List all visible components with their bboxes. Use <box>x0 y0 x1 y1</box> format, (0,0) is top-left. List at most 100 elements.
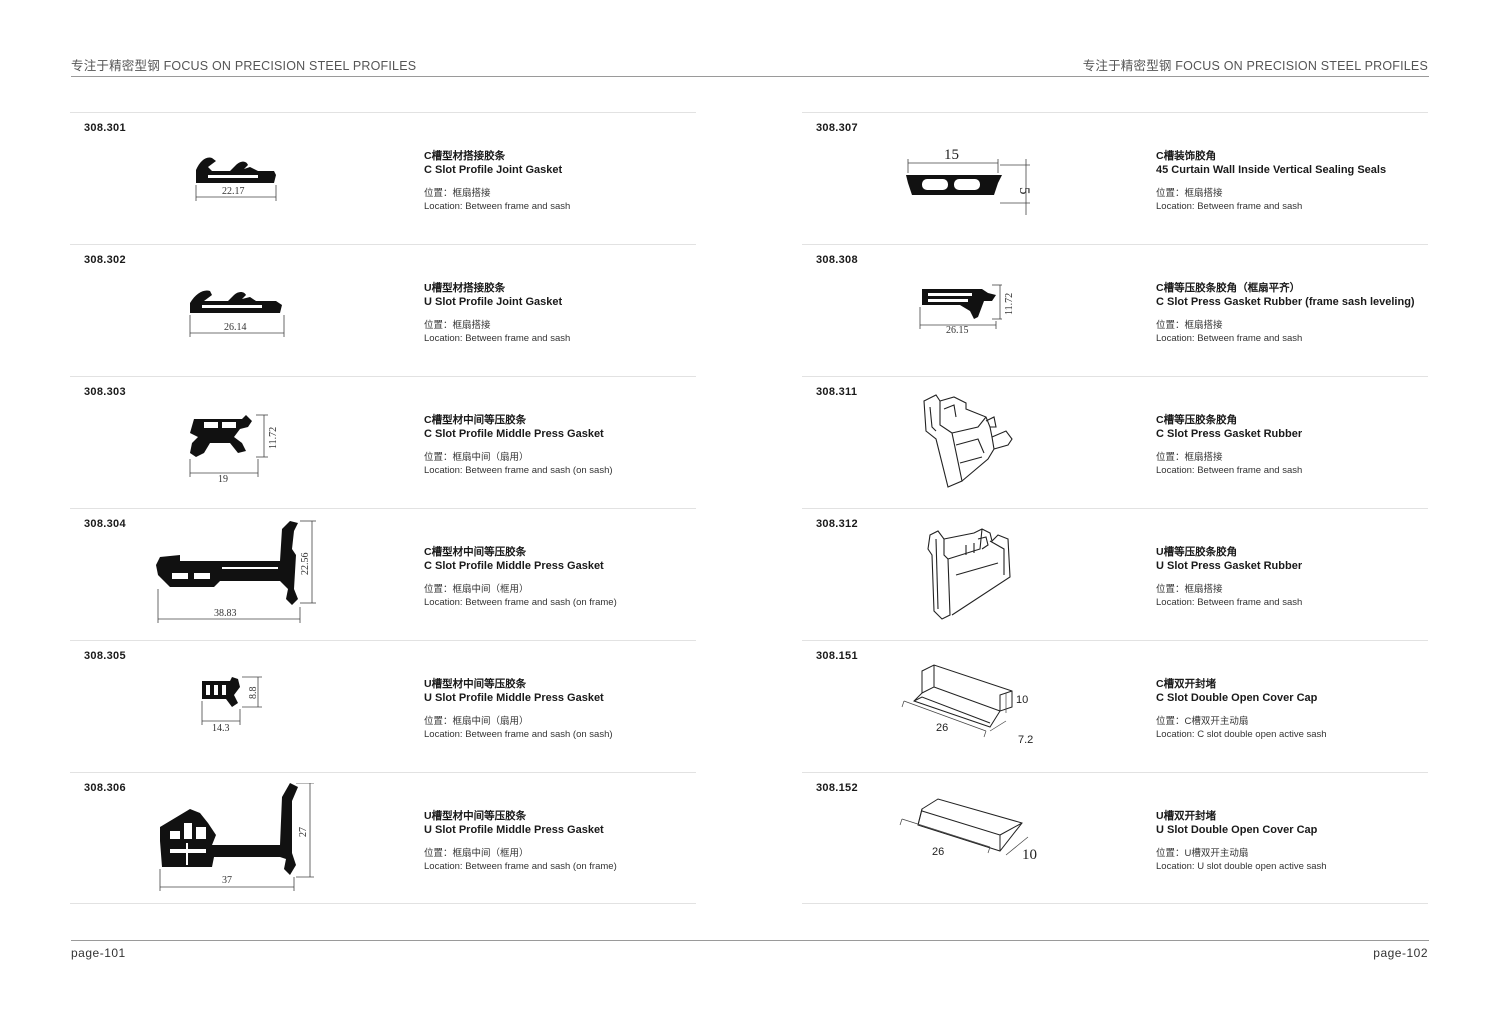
profile-drawing: 19 11.72 <box>150 387 410 503</box>
item-location-zh: 位置：框扇中间（扇用） <box>424 452 529 463</box>
gasket-profile-figure: 38.83 22.56 <box>156 520 316 623</box>
item-location-zh: 位置：C槽双开主动扇 <box>1156 716 1249 727</box>
item-code: 308.312 <box>816 518 858 530</box>
item-name-en: U Slot Profile Middle Press Gasket <box>424 692 604 704</box>
dim-height: 8.8 <box>248 687 259 700</box>
item-text: U槽等压胶条胶角 U Slot Press Gasket Rubber 位置：框… <box>1156 545 1436 609</box>
item-name-en: 45 Curtain Wall Inside Vertical Sealing … <box>1156 164 1387 176</box>
item-location-zh: 位置：框扇搭接 <box>424 188 491 199</box>
dim-width: 19 <box>218 474 228 485</box>
catalog-item: 308.307 15 5 C槽装饰胶角 45 Curtain Wall Insi… <box>802 112 1428 244</box>
corner-piece-isometric-figure <box>927 528 1011 620</box>
item-name-zh: C槽双开封堵 <box>1156 678 1217 690</box>
item-name-en: C Slot Press Gasket Rubber (frame sash l… <box>1156 296 1415 308</box>
item-location-en: Location: Between frame and sash (on sas… <box>424 729 613 740</box>
profile-drawing: 26.14 <box>150 255 410 371</box>
item-name-en: U Slot Press Gasket Rubber <box>1156 560 1303 572</box>
gasket-profile-figure: 22.17 <box>195 157 277 201</box>
item-location-zh: 位置：框扇中间（框用） <box>424 584 529 595</box>
catalog-item: 308.152 26 10 U槽双开封堵 <box>802 772 1428 904</box>
dim-width: 38.83 <box>214 608 237 619</box>
item-location-en: Location: Between frame and sash (on fra… <box>424 597 617 608</box>
item-location-zh: 位置：框扇中间（扇用） <box>424 716 529 727</box>
dim-width: 22.17 <box>222 186 245 197</box>
item-name-zh: U槽型材搭接胶条 <box>424 282 506 294</box>
dim-height: 5 <box>1016 187 1032 195</box>
item-location-zh: 位置：U槽双开主动扇 <box>1156 848 1249 859</box>
item-text: C槽型材中间等压胶条 C Slot Profile Middle Press G… <box>424 413 704 477</box>
item-location-en: Location: Between frame and sash <box>1156 201 1303 212</box>
item-location-zh: 位置：框扇中间（框用） <box>424 848 529 859</box>
item-location-zh: 位置：框扇搭接 <box>424 320 491 331</box>
item-location-en: Location: Between frame and sash (on sas… <box>424 465 613 476</box>
profile-drawing: 26.15 11.72 <box>882 255 1142 371</box>
item-name-zh: U槽型材中间等压胶条 <box>424 810 527 822</box>
item-code: 308.306 <box>84 782 126 794</box>
item-name-zh: U槽等压胶条胶角 <box>1156 546 1238 558</box>
item-text: C槽装饰胶角 45 Curtain Wall Inside Vertical S… <box>1156 149 1436 213</box>
item-text: C槽型材中间等压胶条 C Slot Profile Middle Press G… <box>424 545 704 609</box>
item-location-en: Location: C slot double open active sash <box>1156 729 1327 740</box>
item-location-en: Location: Between frame and sash <box>424 201 571 212</box>
item-name-en: C Slot Profile Middle Press Gasket <box>424 560 604 572</box>
item-name-en: C Slot Press Gasket Rubber <box>1156 428 1303 440</box>
product-drawing: 26 7.2 10 <box>882 651 1142 767</box>
dim-height: 11.72 <box>1004 293 1015 315</box>
gasket-profile-figure: 26.14 <box>189 290 285 337</box>
dim-height: 22.56 <box>300 553 311 576</box>
item-text: C槽等压胶条胶角 C Slot Press Gasket Rubber 位置：框… <box>1156 413 1436 477</box>
gasket-profile-figure: 26.15 11.72 <box>919 284 1015 336</box>
item-name-zh: C槽型材搭接胶条 <box>424 150 506 162</box>
gasket-profile-figure: 14.3 8.8 <box>201 676 262 734</box>
dim-height: 11.72 <box>268 427 279 449</box>
item-code: 308.305 <box>84 650 126 662</box>
product-drawing <box>882 519 1142 635</box>
item-text: U槽型材中间等压胶条 U Slot Profile Middle Press G… <box>424 677 704 741</box>
catalog-item: 308.303 19 11.72 C槽型材中间等压胶条 C Slot Profi… <box>70 376 696 508</box>
item-location-en: Location: Between frame and sash <box>424 333 571 344</box>
item-text: C槽等压胶条胶角（框扇平齐） C Slot Press Gasket Rubbe… <box>1156 281 1436 345</box>
catalog-item: 308.308 26.15 11.72 C槽等压胶条胶角（框扇平齐） C Slo… <box>802 244 1428 376</box>
dim-width: 10 <box>1022 847 1037 863</box>
item-location-en: Location: Between frame and sash <box>1156 465 1303 476</box>
catalog-item: 308.306 37 27 U槽型材中间等压胶条 U Slot Pro <box>70 772 696 904</box>
cover-cap-isometric-figure: 26 7.2 10 <box>901 664 1033 746</box>
item-location-en: Location: Between frame and sash (on fra… <box>424 861 617 872</box>
item-code: 308.151 <box>816 650 858 662</box>
item-name-en: C Slot Profile Middle Press Gasket <box>424 428 604 440</box>
dim-width: 26.14 <box>224 322 247 333</box>
item-text: U槽双开封堵 U Slot Double Open Cover Cap 位置：U… <box>1156 809 1436 873</box>
gasket-profile-figure: 37 27 <box>159 783 314 891</box>
catalog-item: 308.302 26.14 U槽型材搭接胶条 U Slot Profile Jo… <box>70 244 696 376</box>
item-location-zh: 位置：框扇搭接 <box>1156 452 1223 463</box>
page-number-left: page-101 <box>71 946 126 960</box>
profile-drawing: 37 27 <box>150 783 410 899</box>
corner-piece-isometric-figure <box>923 394 1013 488</box>
dim-length: 26 <box>932 846 944 858</box>
catalog-item: 308.304 38.83 22.56 C槽型材中间等压胶条 C Slot Pr… <box>70 508 696 640</box>
footer-divider <box>71 940 1429 941</box>
catalog-item: 308.311 C槽等压胶条胶角 C Slot Press Gasket Rub… <box>802 376 1428 508</box>
catalog-item: 308.301 22.17 C槽型材搭接胶条 C Slot Profile Jo… <box>70 112 696 244</box>
header-left-text: 专注于精密型钢 FOCUS ON PRECISION STEEL PROFILE… <box>71 59 417 73</box>
item-code: 308.311 <box>816 386 858 398</box>
dim-length: 26 <box>936 722 948 734</box>
page-number-right: page-102 <box>1373 946 1428 960</box>
item-location-zh: 位置：框扇搭接 <box>1156 584 1223 595</box>
item-name-zh: C槽型材中间等压胶条 <box>424 414 527 426</box>
item-code: 308.307 <box>816 122 858 134</box>
catalog-item: 308.151 26 7.2 10 <box>802 640 1428 772</box>
product-drawing: 26 10 <box>882 783 1142 899</box>
dim-width: 14.3 <box>212 723 230 734</box>
item-code: 308.302 <box>84 254 126 266</box>
item-location-en: Location: Between frame and sash <box>1156 333 1303 344</box>
profile-drawing: 15 5 <box>882 123 1142 239</box>
item-text: U槽型材搭接胶条 U Slot Profile Joint Gasket 位置：… <box>424 281 704 345</box>
item-name-zh: C槽型材中间等压胶条 <box>424 546 527 558</box>
header-divider <box>71 76 1429 77</box>
gasket-profile-figure: 19 11.72 <box>189 414 279 485</box>
item-code: 308.303 <box>84 386 126 398</box>
corner-profile-figure: 15 5 <box>906 147 1032 215</box>
item-name-zh: C槽装饰胶角 <box>1156 150 1217 162</box>
dim-width: 15 <box>944 147 959 163</box>
